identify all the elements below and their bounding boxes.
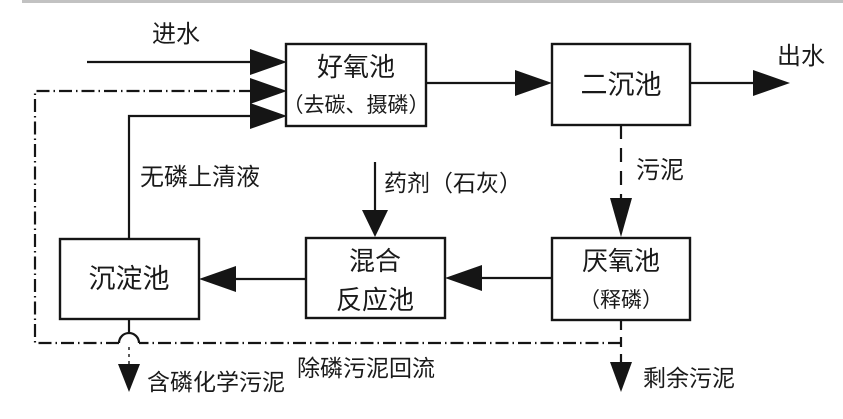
secondary-clarifier-title: 二沉池 — [581, 70, 662, 100]
anaerobic-tank-subtitle: （释磷） — [579, 288, 663, 312]
line-crossover-hop — [117, 331, 141, 344]
aerobic-tank-box — [284, 42, 428, 128]
aerobic-tank-subtitle: （去碳、摄磷） — [283, 93, 430, 117]
mixing-reactor-title-line1: 混合 — [349, 247, 401, 276]
sedimentation-tank-title: 沉淀池 — [89, 264, 170, 294]
chemical-sludge-label: 含磷化学污泥 — [147, 370, 285, 395]
influent-arrowhead-icon — [250, 49, 287, 75]
sludge-return-label: 除磷污泥回流 — [297, 356, 435, 381]
anaerobic-to-mixing-arrowhead-icon — [445, 265, 482, 291]
anaerobic-tank-title: 厌氧池 — [582, 247, 660, 276]
secondary-clarifier-box — [550, 42, 692, 127]
sludge-return-arrowhead-icon — [250, 78, 287, 104]
effluent-label: 出水 — [777, 43, 825, 70]
supernatant-arrowhead-icon — [250, 103, 287, 129]
mixing-reactor-box — [304, 236, 447, 320]
sludge-arrowhead-icon — [610, 198, 632, 237]
effluent-arrowhead-icon — [753, 70, 790, 96]
excess-sludge-label: 剩余污泥 — [643, 366, 735, 391]
chemical-sludge-arrowhead-icon — [118, 364, 140, 392]
excess-sludge-arrowhead-icon — [610, 362, 632, 392]
influent-label: 进水 — [152, 21, 200, 48]
mixing-to-sedimentation-arrowhead-icon — [199, 266, 236, 292]
supernatant-line — [127, 114, 250, 239]
top-crop-artifact-strip — [22, 0, 843, 3]
sedimentation-tank-box — [58, 237, 201, 321]
mixing-reactor-title-line2: 反应池 — [336, 286, 414, 315]
sludge-label: 污泥 — [636, 157, 684, 184]
anaerobic-tank-box — [550, 236, 692, 322]
chemical-lime-label: 药剂（石灰） — [384, 171, 522, 196]
aerobic-to-clarifier-arrowhead-icon — [515, 70, 552, 96]
chemical-dosing-arrowhead-icon — [362, 210, 388, 237]
aerobic-tank-title: 好氧池 — [317, 53, 395, 82]
sludge-return-left-dashed-line — [33, 89, 250, 345]
supernatant-label: 无磷上清液 — [140, 164, 260, 191]
